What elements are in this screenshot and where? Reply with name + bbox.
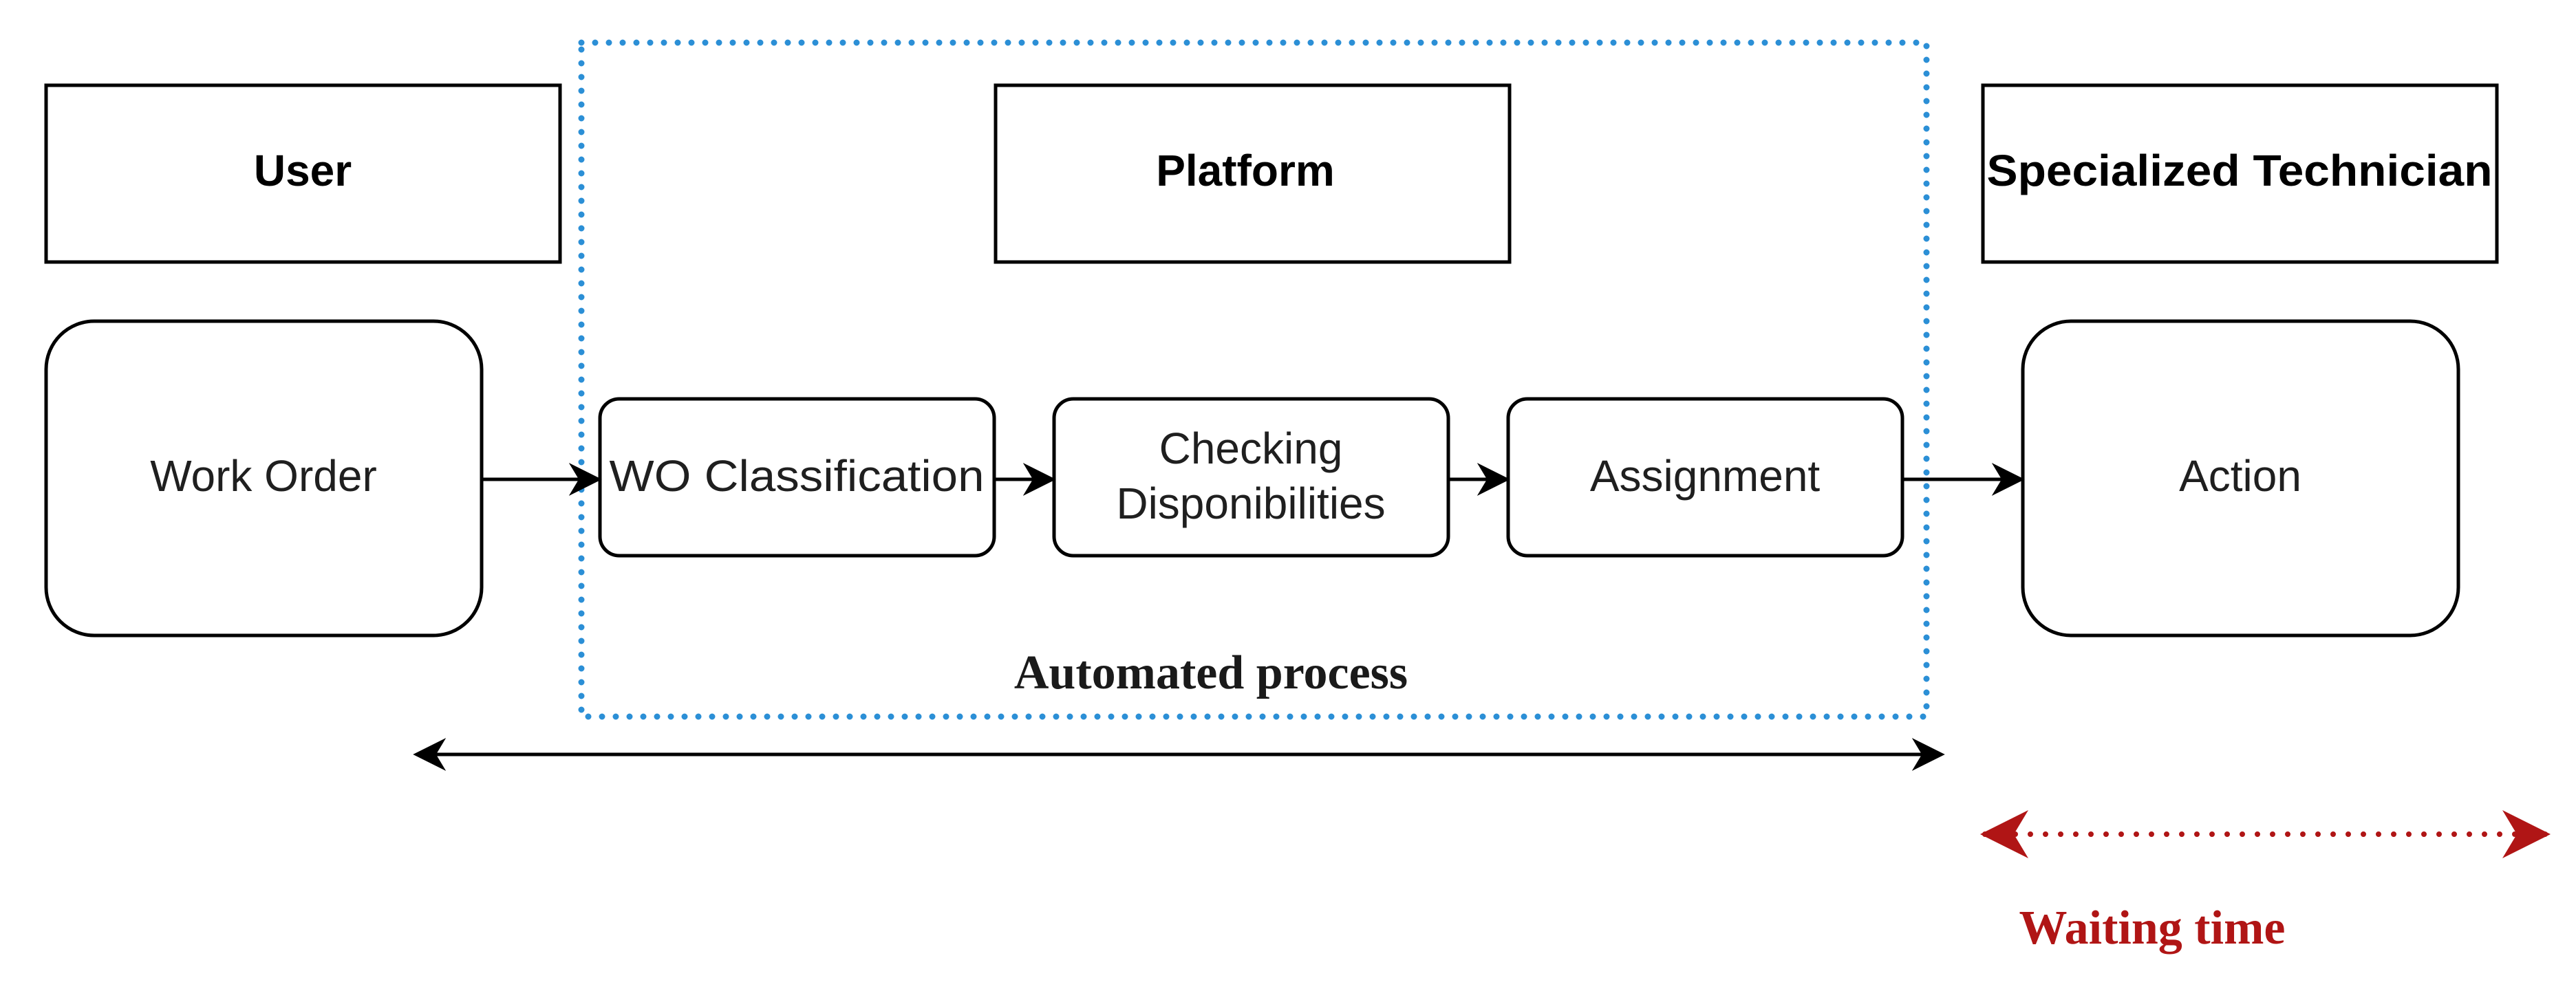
- automated-process-label: Automated process: [1014, 646, 1408, 699]
- lane-technician: Specialized Technician: [1981, 83, 2499, 264]
- step-wo-classification: WO Classification: [598, 397, 996, 558]
- step-action: Action: [2021, 319, 2460, 638]
- lane-technician-label: Specialized Technician: [1987, 146, 2493, 195]
- step-work-order-label: Work Order: [150, 451, 377, 501]
- step-assignment-label: Assignment: [1590, 451, 1821, 501]
- step-wo-classification-label: WO Classification: [610, 451, 985, 501]
- waiting-time-label: Waiting time: [2019, 902, 2286, 955]
- lane-user-label: User: [254, 146, 352, 195]
- lane-platform: Platform: [994, 83, 1512, 264]
- step-work-order: Work Order: [44, 319, 484, 638]
- step-checking-disponibilities: Checking Disponibilities: [1052, 397, 1450, 558]
- lane-user: User: [44, 83, 562, 264]
- step-assignment: Assignment: [1506, 397, 1904, 558]
- step-checking-label-line1: Checking: [1159, 424, 1343, 473]
- step-checking-label-line2: Disponibilities: [1116, 479, 1385, 528]
- automated-process-region: [578, 39, 1930, 720]
- lane-platform-label: Platform: [1156, 146, 1335, 195]
- step-action-label: Action: [2179, 451, 2301, 501]
